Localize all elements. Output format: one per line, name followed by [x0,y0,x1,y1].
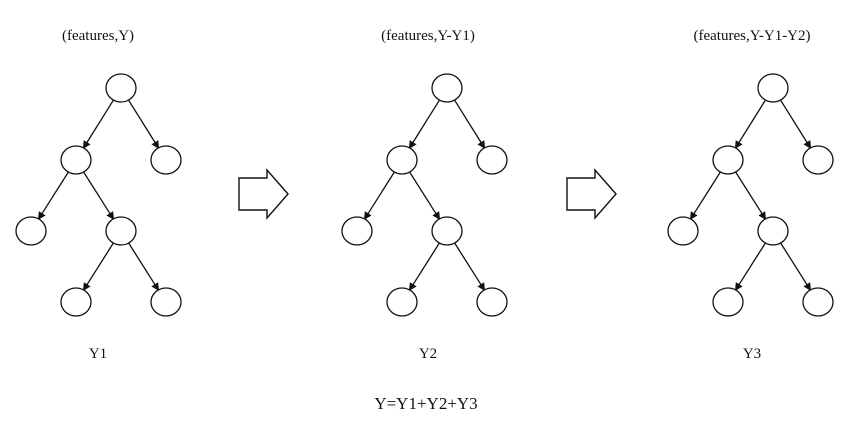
stage-3-input-label: (features,Y-Y1-Y2) [693,28,811,44]
tree-3-node [712,287,744,317]
tree-1-edge [37,169,71,221]
tree-1-node [60,145,92,175]
tree-2-node [386,145,418,175]
tree-2-edge [363,169,397,221]
stage-1-input-label: (features,Y) [61,28,135,44]
tree-3-node [802,287,834,317]
tree-1-edge [81,169,115,221]
tree-1-edge [126,97,160,149]
decision-tree-2 [341,73,508,317]
tree-3-node [757,73,789,103]
stage-3-output-label: Y3 [742,346,762,362]
tree-3-node [667,216,699,246]
tree-2-node [341,216,373,246]
tree-2-node [431,216,463,246]
stage-arrow-1-to-2 [238,168,289,220]
tree-2-node [476,287,508,317]
tree-2-edge [408,97,442,149]
stage-arrows-group [238,168,617,220]
tree-1-node [150,287,182,317]
ensemble-formula: Y=Y1+Y2+Y3 [374,394,478,413]
tree-1-node [105,216,137,246]
decision-tree-3 [667,73,834,317]
tree-2-edge [408,240,442,292]
tree-1-node [105,73,137,103]
stage-2-input-label: (features,Y-Y1) [381,28,475,44]
tree-2-node [386,287,418,317]
tree-2-node [476,145,508,175]
tree-3-edge [689,169,723,221]
tree-2-edge [452,97,486,149]
tree-1-node [15,216,47,246]
tree-1-node [60,287,92,317]
tree-3-node [757,216,789,246]
tree-3-edge [778,240,812,292]
tree-2-edge [407,169,441,221]
tree-3-edge [734,97,768,149]
tree-1-edge [82,240,116,292]
tree-1-edge [126,240,160,292]
tree-3-node [712,145,744,175]
tree-3-edge [733,169,767,221]
stage-1-output-label: Y1 [88,346,108,362]
tree-2-node [431,73,463,103]
stage-2-output-label: Y2 [418,346,438,362]
stage-arrow-2-to-3 [566,168,617,220]
tree-3-node [802,145,834,175]
decision-tree-1 [15,73,182,317]
tree-1-edge [82,97,116,149]
tree-2-edge [452,240,486,292]
trees-group [15,73,834,317]
tree-3-edge [734,240,768,292]
tree-1-node [150,145,182,175]
tree-3-edge [778,97,812,149]
